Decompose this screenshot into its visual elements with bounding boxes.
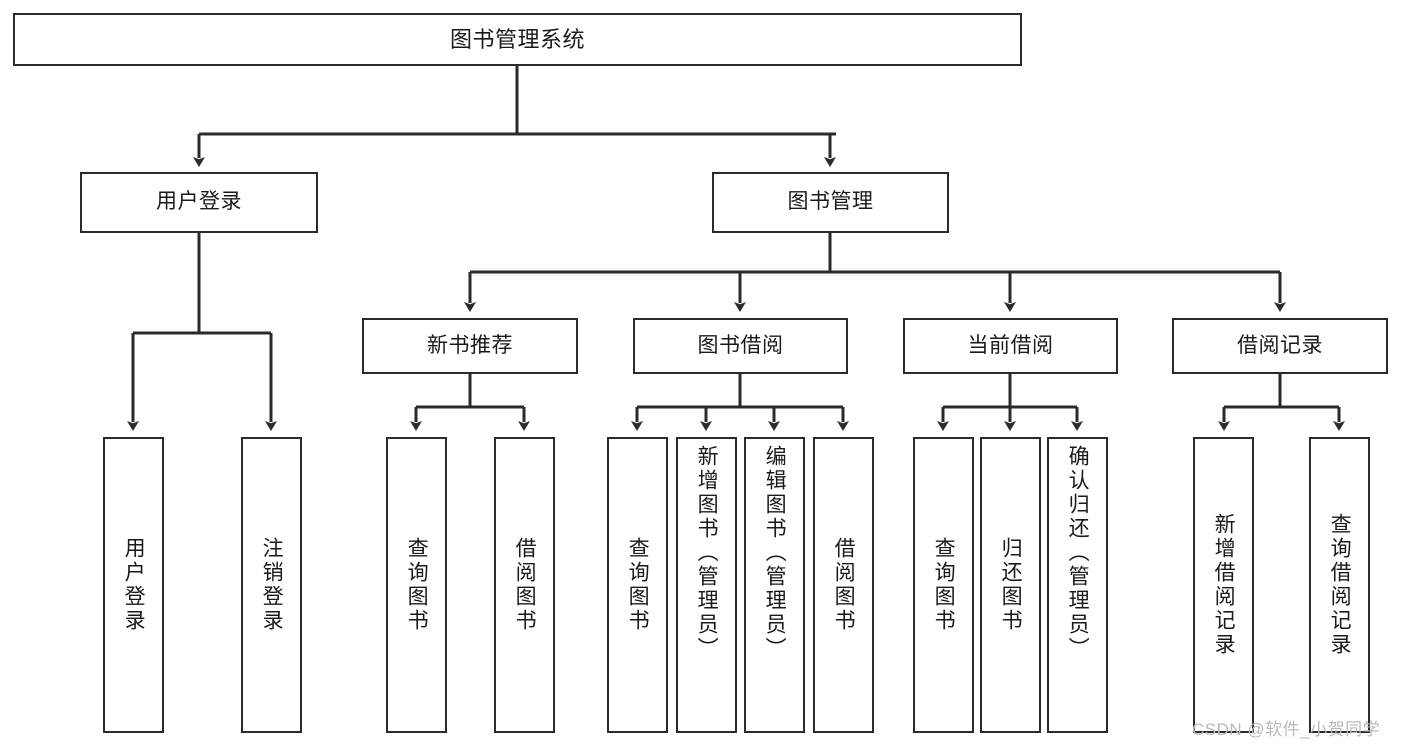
leaf-node-query-books-borrow[interactable]: 查询图书 xyxy=(607,437,668,733)
node-book-management[interactable]: 图书管理 xyxy=(712,172,949,233)
node-label: 图书管理 xyxy=(787,190,874,214)
node-current-borrowing[interactable]: 当前借阅 xyxy=(903,318,1118,374)
node-label: 确认归还（管理员） xyxy=(1066,445,1090,661)
leaf-node-add-book-admin[interactable]: 新增图书（管理员） xyxy=(676,437,737,733)
leaf-node-query-books-current[interactable]: 查询图书 xyxy=(913,437,974,733)
leaf-node-query-borrow-record[interactable]: 查询借阅记录 xyxy=(1309,437,1370,733)
node-label: 查询借阅记录 xyxy=(1328,513,1352,657)
node-label: 编辑图书（管理员） xyxy=(763,445,787,661)
node-label: 借阅图书 xyxy=(513,537,537,633)
node-label: 查询图书 xyxy=(405,537,429,633)
node-book-borrowing[interactable]: 图书借阅 xyxy=(633,318,848,374)
leaf-node-borrow-books-newbook[interactable]: 借阅图书 xyxy=(494,437,555,733)
node-label: 归还图书 xyxy=(999,537,1023,633)
node-label: 用户登录 xyxy=(156,190,242,214)
leaf-node-return-books[interactable]: 归还图书 xyxy=(980,437,1041,733)
node-label: 查询图书 xyxy=(932,537,956,633)
node-label: 新书推荐 xyxy=(427,333,513,357)
node-new-book-recommendation[interactable]: 新书推荐 xyxy=(362,318,578,374)
node-label: 借阅图书 xyxy=(832,537,856,633)
node-root-book-management-system[interactable]: 图书管理系统 xyxy=(13,13,1022,66)
node-label: 用户登录 xyxy=(122,537,146,633)
node-label: 新增借阅记录 xyxy=(1212,513,1236,657)
leaf-node-logout[interactable]: 注销登录 xyxy=(241,437,302,733)
leaf-node-add-borrow-record[interactable]: 新增借阅记录 xyxy=(1193,437,1254,733)
node-label: 新增图书（管理员） xyxy=(695,445,719,661)
node-label: 查询图书 xyxy=(626,537,650,633)
leaf-node-edit-book-admin[interactable]: 编辑图书（管理员） xyxy=(744,437,805,733)
node-label: 借阅记录 xyxy=(1237,333,1323,357)
leaf-node-query-books-newbook[interactable]: 查询图书 xyxy=(386,437,447,733)
watermark-text: CSDN @软件_小贺同学 xyxy=(1192,720,1381,739)
node-user-login[interactable]: 用户登录 xyxy=(80,172,318,233)
leaf-node-borrow-books-borrow[interactable]: 借阅图书 xyxy=(813,437,874,733)
node-borrow-records[interactable]: 借阅记录 xyxy=(1172,318,1388,374)
node-label: 当前借阅 xyxy=(967,333,1054,357)
leaf-node-confirm-return-admin[interactable]: 确认归还（管理员） xyxy=(1047,437,1108,733)
node-label: 注销登录 xyxy=(260,537,284,633)
node-label: 图书管理系统 xyxy=(449,26,585,52)
node-label: 图书借阅 xyxy=(697,333,784,357)
leaf-node-user-login[interactable]: 用户登录 xyxy=(103,437,164,733)
